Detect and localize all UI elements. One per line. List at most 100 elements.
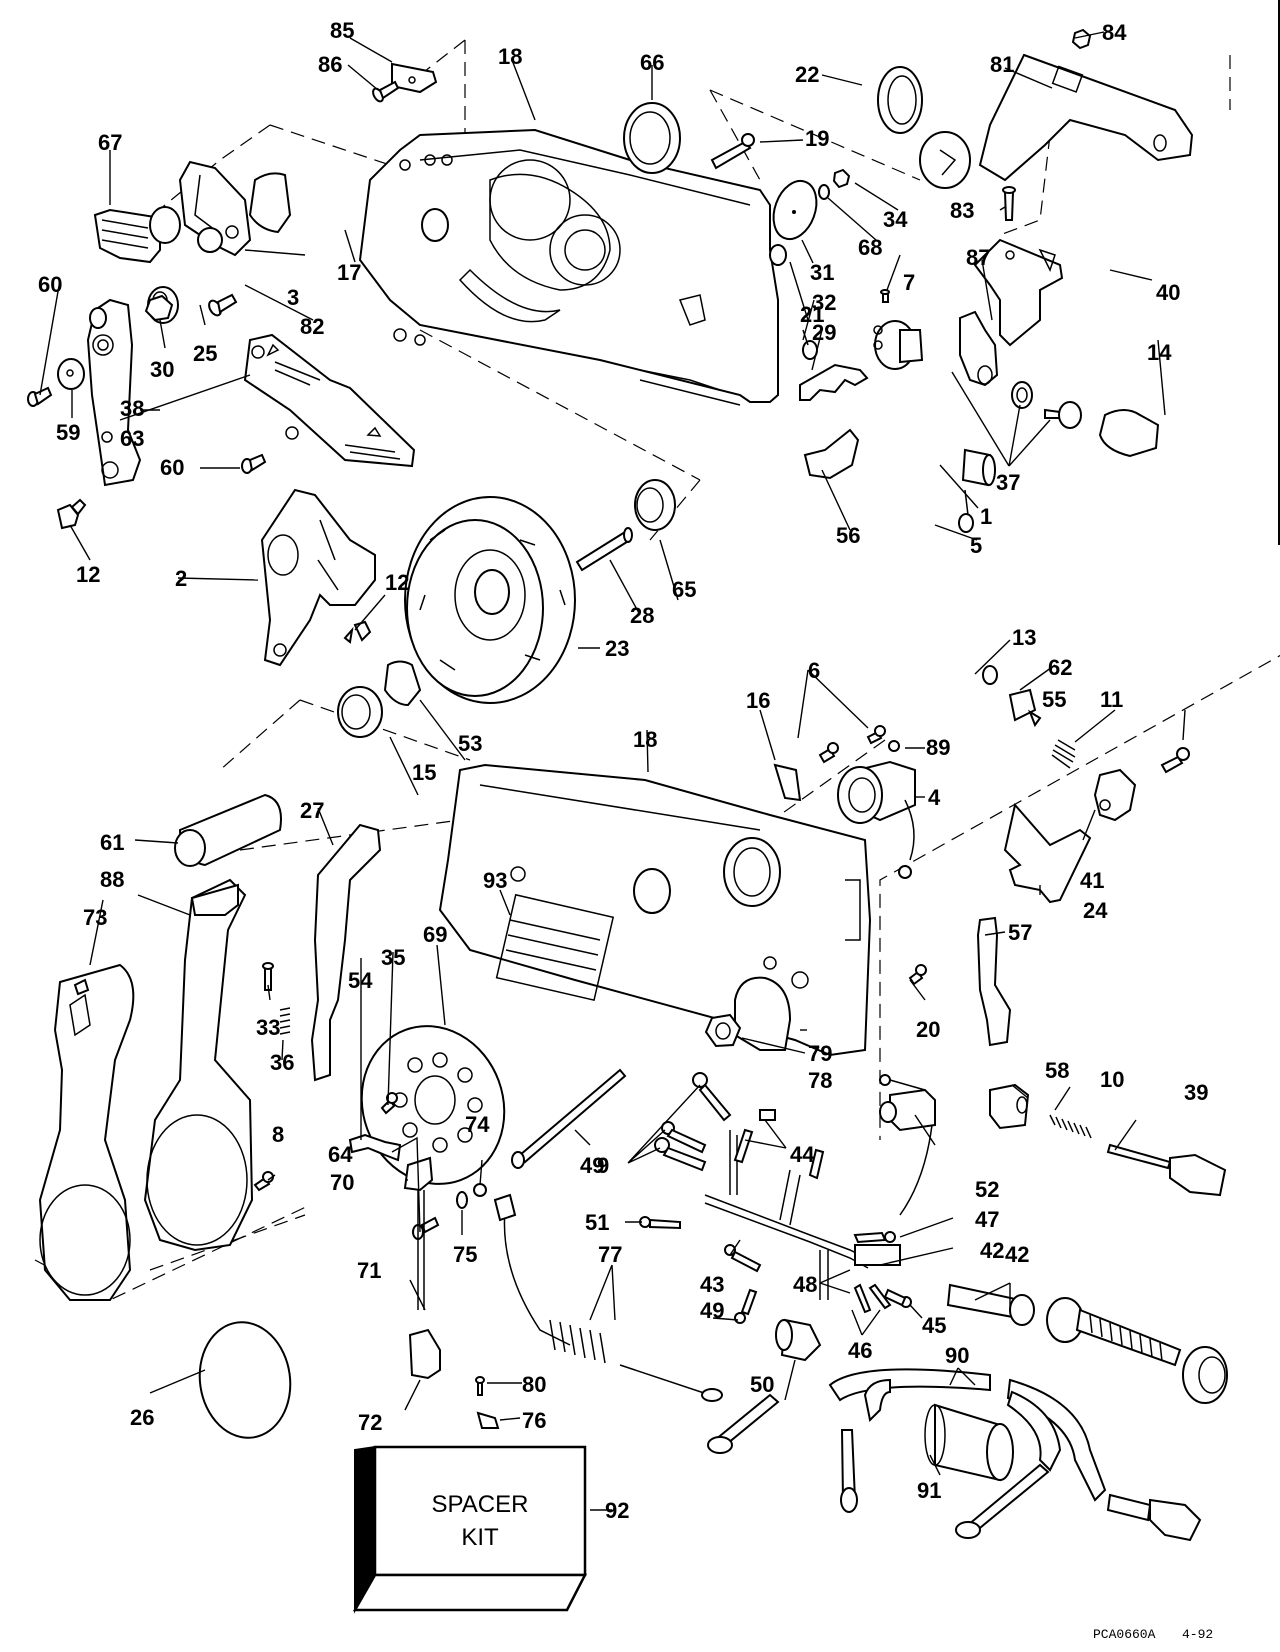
part-78-nut[interactable] bbox=[704, 1013, 742, 1048]
part-61-grip[interactable] bbox=[174, 793, 282, 867]
part-37-ignition-switch[interactable] bbox=[873, 320, 924, 370]
leader-lines bbox=[39, 31, 1186, 1511]
part-23-drum[interactable] bbox=[404, 496, 576, 704]
part-77-coil-cord[interactable] bbox=[493, 1193, 723, 1402]
part-41-switch-block[interactable] bbox=[1093, 768, 1137, 822]
part-52-switch[interactable] bbox=[879, 1074, 936, 1216]
part-75-washer[interactable] bbox=[456, 1191, 468, 1209]
part-21-plug[interactable] bbox=[769, 244, 787, 266]
part-37-key[interactable] bbox=[1044, 401, 1082, 429]
part-53-gasket[interactable] bbox=[383, 660, 422, 707]
part-9-long-screw[interactable] bbox=[511, 1068, 627, 1169]
part-42-connector-cable[interactable] bbox=[1046, 1297, 1228, 1404]
part-3-cam-plate[interactable] bbox=[178, 160, 252, 257]
part-90-battery-cables[interactable] bbox=[707, 1368, 1202, 1542]
part-24-plate[interactable] bbox=[1003, 802, 1092, 904]
part-86-screw[interactable] bbox=[371, 80, 400, 103]
part-74-nut[interactable] bbox=[473, 1183, 487, 1197]
part-27-lever[interactable] bbox=[310, 823, 382, 1082]
part-56-cam[interactable] bbox=[803, 428, 860, 480]
control-housing-upper[interactable] bbox=[358, 128, 779, 406]
part-20-screw[interactable] bbox=[908, 964, 927, 986]
part-42-sleeve[interactable] bbox=[946, 1283, 1035, 1326]
part-28-screw[interactable] bbox=[575, 527, 633, 572]
part-35-screw[interactable] bbox=[380, 1092, 398, 1115]
part-11-screw[interactable] bbox=[1160, 747, 1190, 774]
part-40-bracket[interactable] bbox=[973, 238, 1064, 347]
part-36-spring[interactable] bbox=[279, 1007, 291, 1035]
part-68-washer[interactable] bbox=[818, 184, 830, 200]
part-8-screw[interactable] bbox=[253, 1171, 274, 1192]
part-6-screw-a[interactable] bbox=[818, 742, 839, 764]
part-69-plate[interactable] bbox=[340, 1006, 526, 1204]
part-67-cam[interactable] bbox=[93, 206, 181, 264]
part-62-block[interactable] bbox=[1008, 688, 1042, 728]
callout-44: 44 bbox=[790, 1142, 815, 1167]
part-26-cover[interactable] bbox=[192, 1316, 297, 1443]
part-7-screw[interactable] bbox=[880, 289, 890, 303]
part-37-nut[interactable] bbox=[1011, 381, 1033, 409]
part-71-72-plug[interactable] bbox=[408, 1328, 441, 1380]
callout-55: 55 bbox=[1042, 687, 1066, 712]
part-76-fitting[interactable] bbox=[476, 1411, 500, 1429]
part-17-gasket[interactable] bbox=[248, 172, 292, 234]
part-60-screw-a[interactable] bbox=[27, 386, 53, 407]
callout-11: 11 bbox=[1100, 687, 1123, 712]
part-63-decal-plate[interactable] bbox=[243, 333, 416, 468]
part-80-screw[interactable] bbox=[475, 1376, 485, 1396]
part-58-block[interactable] bbox=[989, 1083, 1030, 1130]
part-54-clamp[interactable] bbox=[348, 1133, 402, 1162]
part-12-pin-b[interactable] bbox=[343, 620, 372, 644]
part-64-screw[interactable] bbox=[412, 1216, 440, 1240]
part-55-spring[interactable] bbox=[1051, 739, 1076, 769]
callout-labels: 85 86 18 66 22 84 81 67 19 34 83 68 31 1… bbox=[38, 18, 1208, 1523]
part-91-sleeve[interactable] bbox=[924, 1403, 1014, 1482]
callout-23: 23 bbox=[605, 636, 629, 661]
part-5-clip[interactable] bbox=[958, 489, 974, 533]
part-66-bushing[interactable] bbox=[623, 102, 681, 174]
part-50-fitting[interactable] bbox=[775, 1318, 822, 1362]
callout-33: 33 bbox=[256, 1015, 280, 1040]
part-39-knob-rod[interactable] bbox=[1106, 1143, 1227, 1197]
part-22-seal[interactable] bbox=[877, 66, 923, 134]
part-38-lever-arm[interactable] bbox=[86, 298, 142, 487]
part-57-link[interactable] bbox=[976, 916, 1012, 1047]
part-14-boot[interactable] bbox=[1098, 409, 1160, 458]
wiring-harness[interactable] bbox=[639, 1072, 912, 1324]
control-housing-lower[interactable] bbox=[438, 763, 872, 1057]
part-60-screw-b[interactable] bbox=[241, 453, 267, 474]
part-31-disc[interactable] bbox=[766, 175, 824, 245]
part-87-lever[interactable] bbox=[959, 310, 999, 387]
part-85-plate[interactable] bbox=[391, 62, 438, 94]
part-73-handle[interactable] bbox=[38, 963, 135, 1301]
part-29-cam[interactable] bbox=[799, 363, 869, 401]
part-12-pin-a[interactable] bbox=[56, 498, 87, 530]
part-33-screw[interactable] bbox=[262, 962, 274, 991]
part-16-clip[interactable] bbox=[773, 763, 802, 802]
part-15-bushing[interactable] bbox=[337, 686, 383, 738]
part-59-washer[interactable] bbox=[57, 358, 85, 390]
callout-26: 26 bbox=[130, 1405, 154, 1430]
part-83-screw[interactable] bbox=[1002, 186, 1016, 221]
callout-13: 13 bbox=[1012, 625, 1036, 650]
part-19-screw[interactable] bbox=[710, 133, 755, 170]
part-10-spring[interactable] bbox=[1049, 1114, 1092, 1139]
part-1-cylinder[interactable] bbox=[961, 448, 996, 487]
part-42-harness-boot bbox=[854, 1244, 901, 1266]
part-34-nut[interactable] bbox=[832, 168, 851, 189]
part-88-handle[interactable] bbox=[143, 878, 254, 1252]
spacer-kit-box[interactable]: SPACER KIT bbox=[352, 1445, 588, 1614]
part-30-nut[interactable] bbox=[144, 294, 174, 322]
part-82-screw[interactable] bbox=[207, 293, 238, 317]
part-4-switch[interactable] bbox=[837, 760, 916, 879]
part-81-handle-arm[interactable] bbox=[919, 53, 1194, 189]
part-89-washer[interactable] bbox=[888, 740, 900, 752]
part-6-screw-b[interactable] bbox=[866, 725, 886, 745]
callout-41: 41 bbox=[1080, 868, 1104, 893]
part-13-plug[interactable] bbox=[982, 665, 998, 685]
part-2-bracket[interactable] bbox=[260, 488, 376, 667]
part-65-ring[interactable] bbox=[634, 479, 676, 531]
callout-42-harness: 42 bbox=[980, 1238, 1004, 1263]
part-84-nut[interactable] bbox=[1071, 28, 1092, 50]
